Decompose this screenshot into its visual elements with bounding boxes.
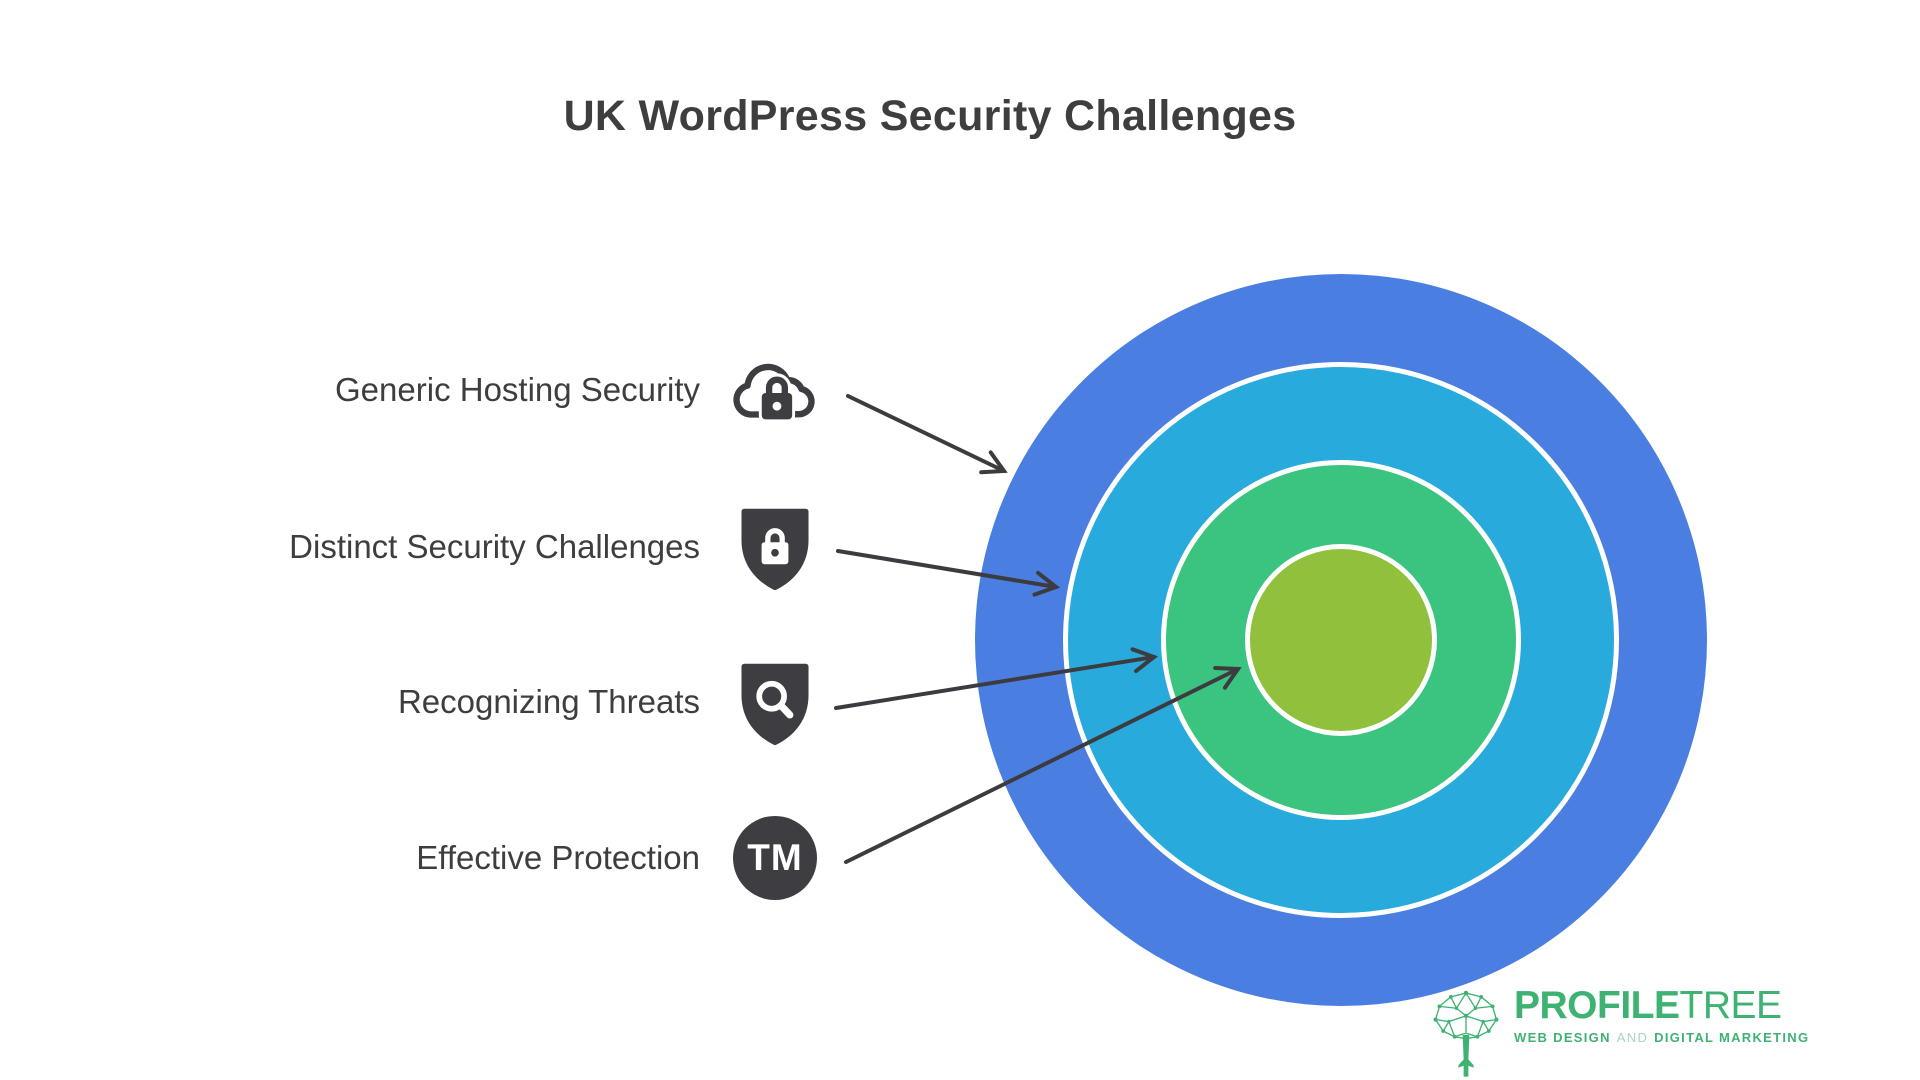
item-label: Recognizing Threats <box>397 683 700 720</box>
list-item-recognizing-threats: Recognizing Threats <box>398 652 824 752</box>
brand-secondary-text: TREE <box>1679 984 1783 1027</box>
item-label: Generic Hosting Security <box>335 371 700 408</box>
trademark-icon: TM <box>726 808 824 908</box>
profiletree-tree-icon <box>1433 990 1499 1077</box>
list-item-generic-hosting-security: Generic Hosting Security <box>335 340 824 440</box>
tagline-and: AND <box>1616 1030 1649 1045</box>
ring-center-yellow-green <box>1245 544 1437 736</box>
cloud-lock-icon <box>726 340 824 440</box>
shield-search-icon <box>726 652 824 752</box>
shield-lock-icon <box>726 497 824 597</box>
list-item-effective-protection: Effective Protection TM <box>416 808 824 908</box>
item-label: Distinct Security Challenges <box>289 528 700 565</box>
tagline-web-design: WEB DESIGN <box>1514 1030 1611 1045</box>
page-title: UK WordPress Security Challenges <box>563 92 1297 140</box>
arrow-generic-hosting-security <box>846 394 1008 475</box>
item-label: Effective Protection <box>416 839 700 876</box>
brand-primary-text: PROFILE <box>1514 984 1680 1027</box>
list-item-distinct-security-challenges: Distinct Security Challenges <box>289 497 824 597</box>
tagline-digital-marketing: DIGITAL MARKETING <box>1654 1030 1810 1045</box>
logo-tagline: WEB DESIGN AND DIGITAL MARKETING <box>1514 1030 1809 1045</box>
trademark-icon-text: TM <box>747 837 803 878</box>
